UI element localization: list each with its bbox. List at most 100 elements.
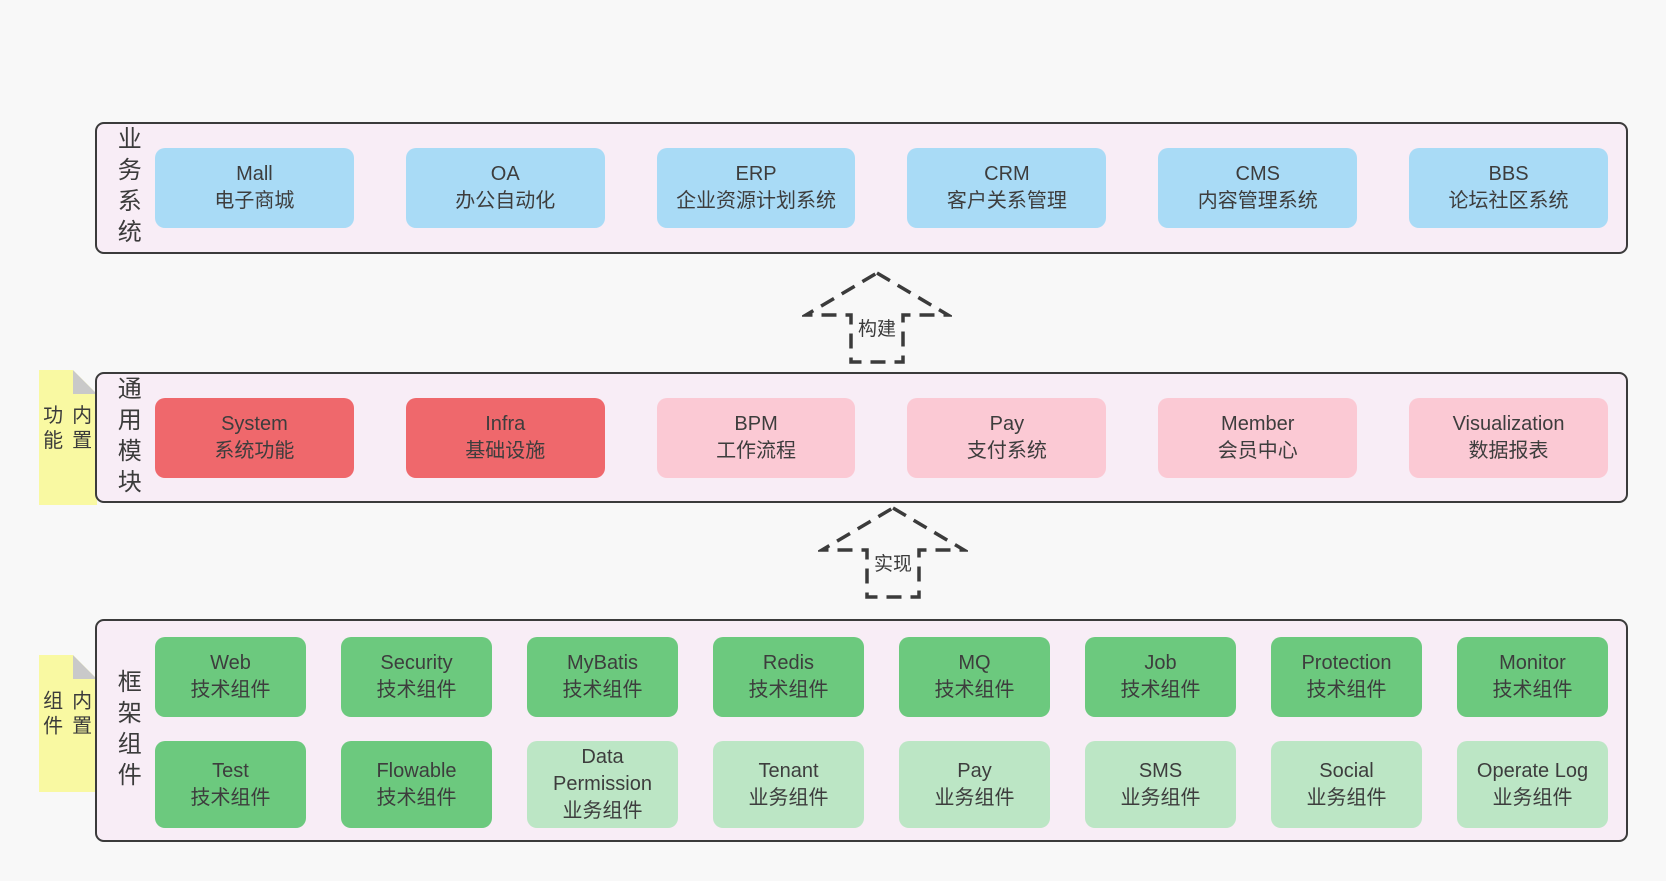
box-name: SMS	[1138, 759, 1183, 782]
box-mybatis: MyBatis 技术组件	[527, 637, 678, 717]
box-flowable: Flowable 技术组件	[341, 741, 492, 828]
layer-title: 框架组件	[113, 668, 141, 793]
box-description: 技术组件	[190, 679, 271, 701]
box-pay: Pay 支付系统	[907, 397, 1107, 478]
box-description: 支付系统	[966, 439, 1047, 462]
box-name: BPM	[734, 412, 778, 435]
box-name: BBS	[1488, 163, 1529, 185]
box-name: MQ	[958, 652, 991, 674]
box-name: Test	[212, 759, 249, 782]
box-name: Mall	[236, 163, 273, 185]
box-name: Operate Log	[1476, 759, 1589, 782]
box-name: CMS	[1235, 163, 1280, 185]
sticky-note-built-in-features: 内置功能	[39, 370, 97, 505]
box-name: Web	[210, 652, 251, 674]
box-bpm: BPM 工作流程	[656, 397, 856, 478]
dashed-up-arrow-build: 构建	[802, 270, 952, 365]
box-description: 技术组件	[1492, 679, 1573, 701]
box-infra: Infra 基础设施	[405, 397, 605, 478]
box-name: MyBatis	[566, 652, 639, 674]
box-oa: OA 办公自动化	[405, 148, 605, 228]
box-name: Job	[1144, 652, 1177, 674]
box-description: 技术组件	[376, 786, 457, 809]
box-name: System	[221, 412, 288, 435]
box-name: Visualization	[1452, 412, 1565, 435]
box-description: 业务组件	[1120, 786, 1201, 809]
box-description: 客户关系管理	[946, 190, 1067, 212]
layer-content: System 系统功能 Infra 基础设施 BPM 工作流程 Pay 支付系统 Member 会…	[155, 374, 1626, 501]
box-description: 技术组件	[1120, 679, 1201, 701]
box-test: Test 技术组件	[155, 741, 306, 828]
box-description: 业务组件	[748, 786, 829, 809]
up-arrow-icon	[818, 505, 968, 599]
box-description: 技术组件	[562, 679, 643, 701]
box-protection: Protection 技术组件	[1271, 637, 1422, 717]
box-mall: Mall 电子商城	[155, 148, 354, 228]
layer-title-column: 业务系统	[97, 124, 155, 252]
layer-title: 业务系统	[113, 126, 141, 250]
box-name: CRM	[984, 163, 1030, 185]
box-name: Flowable	[376, 759, 457, 782]
box-name: Tenant	[758, 759, 819, 782]
box-name: ERP	[735, 163, 777, 185]
box-description: 工作流程	[716, 439, 797, 462]
box-description: 会员中心	[1217, 439, 1298, 462]
box-name: Redis	[762, 652, 815, 674]
box-job: Job 技术组件	[1085, 637, 1236, 717]
box-member: Member 会员中心	[1158, 397, 1358, 478]
box-crm: CRM 客户关系管理	[907, 148, 1107, 228]
up-arrow-icon	[802, 270, 952, 364]
box-description: 业务组件	[562, 800, 643, 822]
layer-common-modules: 通用模块 System 系统功能 Infra 基础设施 BPM 工作流程 Pay 支付系统 Me…	[95, 372, 1628, 503]
box-name: Member	[1221, 412, 1295, 435]
box-name: Security	[380, 652, 453, 674]
box-data-permission: Data Permission 业务组件	[527, 741, 678, 828]
dashed-up-arrow-implement: 实现	[818, 505, 968, 600]
box-tenant: Tenant 业务组件	[713, 741, 864, 828]
box-visualization: Visualization 数据报表	[1409, 397, 1608, 478]
box-description: 内容管理系统	[1197, 190, 1318, 212]
box-name: Data Permission	[553, 746, 652, 795]
box-operate-log: Operate Log 业务组件	[1457, 741, 1608, 828]
sticky-note-built-in-components: 内置组件	[39, 655, 97, 792]
box-name: Infra	[485, 412, 526, 435]
sticky-note-label: 内置功能	[39, 403, 91, 454]
box-description: 电子商城	[214, 190, 295, 212]
layer-title-column: 通用模块	[97, 374, 155, 501]
box-description: 技术组件	[190, 786, 271, 809]
box-description: 基础设施	[465, 439, 546, 462]
box-name: Pay	[989, 412, 1025, 435]
box-description: 系统功能	[214, 439, 295, 462]
arrow-label-implement: 实现	[870, 549, 916, 576]
box-description: 业务组件	[934, 786, 1015, 809]
box-name: Protection	[1301, 652, 1392, 674]
box-description: 数据报表	[1468, 439, 1549, 462]
box-sms: SMS 业务组件	[1085, 741, 1236, 828]
box-web: Web 技术组件	[155, 637, 306, 717]
box-description: 业务组件	[1492, 786, 1573, 809]
box-security: Security 技术组件	[341, 637, 492, 717]
box-description: 技术组件	[1306, 679, 1387, 701]
box-description: 技术组件	[748, 679, 829, 701]
box-description: 办公自动化	[455, 190, 556, 212]
arrow-label-build: 构建	[854, 314, 900, 341]
layer-title: 通用模块	[113, 375, 141, 500]
box-name: Monitor	[1499, 652, 1566, 674]
box-redis: Redis 技术组件	[713, 637, 864, 717]
box-name: OA	[490, 163, 520, 185]
box-row: System 系统功能 Infra 基础设施 BPM 工作流程 Pay 支付系统 Member 会…	[155, 397, 1608, 478]
box-description: 技术组件	[376, 679, 457, 701]
box-name: Social	[1319, 759, 1374, 782]
